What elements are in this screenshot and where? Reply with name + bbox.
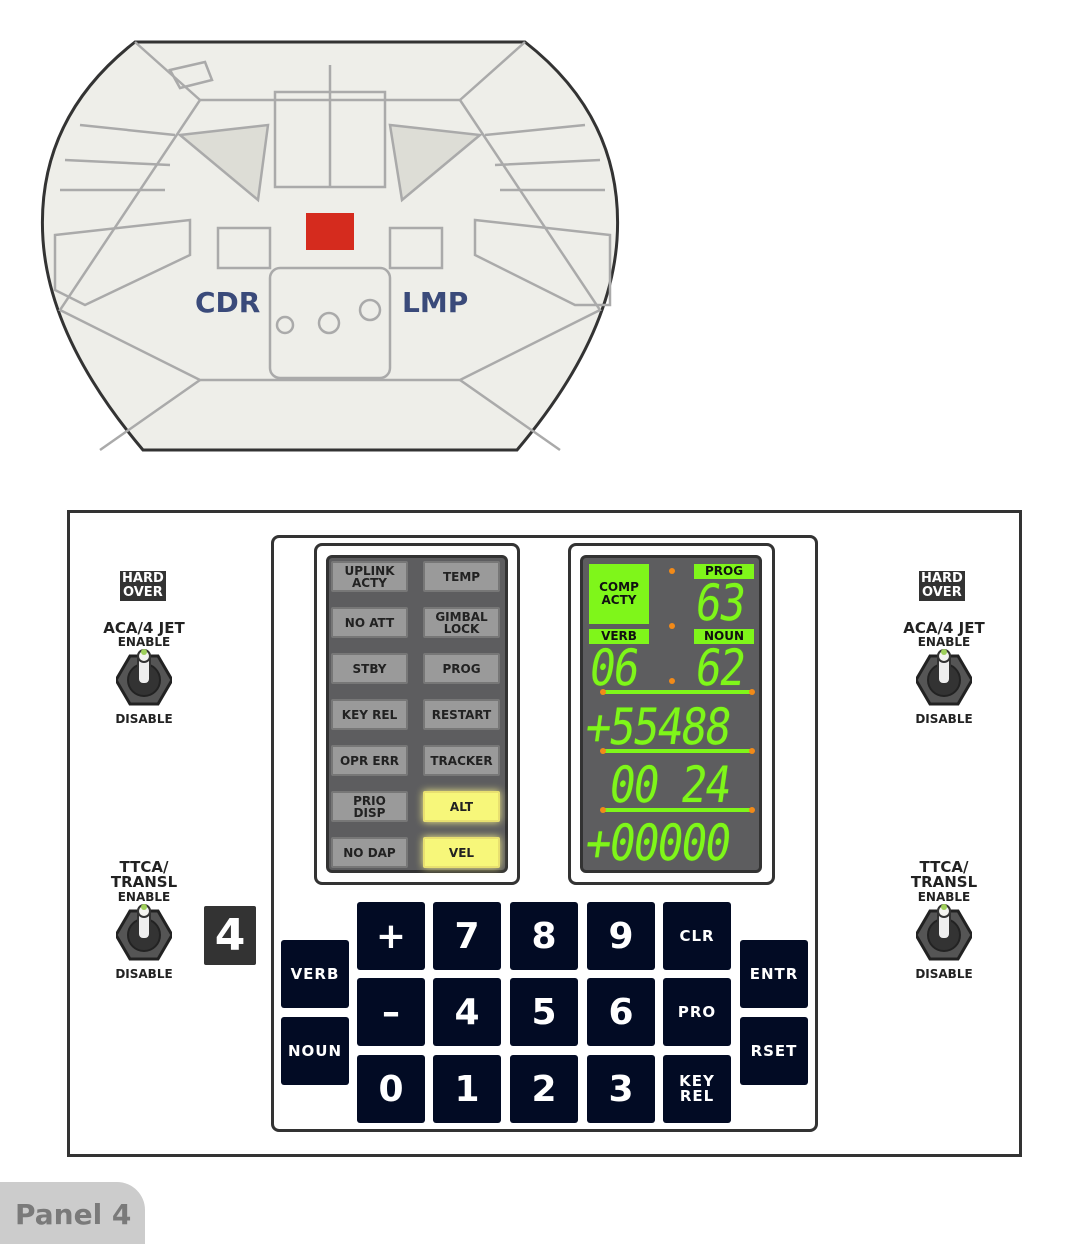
- register-2: 00 24: [581, 756, 734, 814]
- pro-key[interactable]: PRO: [663, 978, 731, 1046]
- caution-lamp-restart: RESTART: [423, 699, 500, 730]
- separator-bar: [604, 690, 752, 694]
- caution-lamp-opr-err: OPR ERR: [331, 745, 408, 776]
- ttca-disable-right: DISABLE: [915, 967, 973, 981]
- panel-number-badge: 4: [204, 906, 256, 965]
- ttca-toggle-switch-right[interactable]: [916, 903, 972, 963]
- verb-label: VERB: [589, 629, 649, 644]
- cdr-label: CDR: [195, 286, 260, 319]
- aca-label-right: ACA/4 JET: [903, 619, 985, 637]
- lamp-label: NO DAP: [343, 845, 396, 860]
- panel-tag: Panel 4: [0, 1182, 145, 1244]
- key-3[interactable]: 3: [587, 1055, 655, 1123]
- indicator-dot: [749, 689, 755, 695]
- separator-bar: [604, 749, 752, 753]
- rset-key[interactable]: RSET: [740, 1017, 808, 1085]
- indicator-dot: [749, 748, 755, 754]
- lamp-label: NO ATT: [344, 615, 395, 630]
- lamp-label: RESTART: [431, 707, 492, 722]
- register-1: +55488: [581, 698, 734, 756]
- key-4[interactable]: 4: [433, 978, 501, 1046]
- key-9[interactable]: 9: [587, 902, 655, 970]
- caution-lamp-key-rel: KEY REL: [331, 699, 408, 730]
- aca-label-left: ACA/4 JET: [103, 619, 185, 637]
- ttca-disable-left: DISABLE: [115, 967, 173, 981]
- prog-label: PROG: [694, 564, 754, 579]
- caution-lamp-tracker: TRACKER: [423, 745, 500, 776]
- verb-key[interactable]: VERB: [281, 940, 349, 1008]
- ttca-enable-left: ENABLE: [117, 890, 171, 904]
- indicator-dot: [600, 689, 606, 695]
- caution-lamp-no-att: NO ATT: [331, 607, 408, 638]
- lamp-label: VEL: [448, 845, 475, 860]
- indicator-dot: [749, 807, 755, 813]
- indicator-dot: [669, 678, 675, 684]
- caution-lamp-prog: PROG: [423, 653, 500, 684]
- noun-label: NOUN: [694, 629, 754, 644]
- indicator-dot: [669, 568, 675, 574]
- lamp-label: TEMP: [442, 569, 481, 584]
- lamp-label: ALT: [449, 799, 474, 814]
- key-5[interactable]: 5: [510, 978, 578, 1046]
- aca-disable-right: DISABLE: [915, 712, 973, 726]
- lamp-label: OPR ERR: [339, 753, 400, 768]
- lamp-label: KEY REL: [341, 707, 398, 722]
- aca-toggle-switch-left[interactable]: [116, 648, 172, 708]
- indicator-dot: [669, 623, 675, 629]
- caution-lamp-temp: TEMP: [423, 561, 500, 592]
- noun-key[interactable]: NOUN: [281, 1017, 349, 1085]
- lamp-label: PROG: [442, 661, 481, 676]
- plus-key[interactable]: +: [357, 902, 425, 970]
- aca-disable-left: DISABLE: [115, 712, 173, 726]
- key-2[interactable]: 2: [510, 1055, 578, 1123]
- key-1[interactable]: 1: [433, 1055, 501, 1123]
- ttca-label-left: TTCA/TRANSL: [110, 858, 178, 891]
- indicator-dot: [600, 748, 606, 754]
- aca-enable-left: ENABLE: [117, 635, 171, 649]
- aca-enable-right: ENABLE: [917, 635, 971, 649]
- register-3: +00000: [581, 814, 734, 872]
- minus-key[interactable]: –: [357, 978, 425, 1046]
- lmp-label: LMP: [402, 286, 468, 319]
- lamp-label: STBY: [352, 661, 387, 676]
- indicator-dot: [600, 807, 606, 813]
- key-8[interactable]: 8: [510, 902, 578, 970]
- ttca-label-right: TTCA/TRANSL: [910, 858, 978, 891]
- noun-digits: 62: [691, 639, 748, 697]
- aca-toggle-switch-right[interactable]: [916, 648, 972, 708]
- key-7[interactable]: 7: [433, 902, 501, 970]
- caution-lamp-vel: VEL: [423, 837, 500, 868]
- verb-digits: 06: [585, 639, 642, 697]
- prog-digits: 63: [691, 574, 748, 632]
- clr-key[interactable]: CLR: [663, 902, 731, 970]
- lm-cockpit-diagram: CDR LMP: [40, 40, 620, 452]
- entr-key[interactable]: ENTR: [740, 940, 808, 1008]
- key-6[interactable]: 6: [587, 978, 655, 1046]
- separator-bar: [604, 808, 752, 812]
- lamp-label: TRACKER: [430, 753, 493, 768]
- ttca-toggle-switch-left[interactable]: [116, 903, 172, 963]
- caution-lamp-stby: STBY: [331, 653, 408, 684]
- key-0[interactable]: 0: [357, 1055, 425, 1123]
- ttca-enable-right: ENABLE: [917, 890, 971, 904]
- caution-lamp-no-dap: NO DAP: [331, 837, 408, 868]
- caution-lamp-alt: ALT: [423, 791, 500, 822]
